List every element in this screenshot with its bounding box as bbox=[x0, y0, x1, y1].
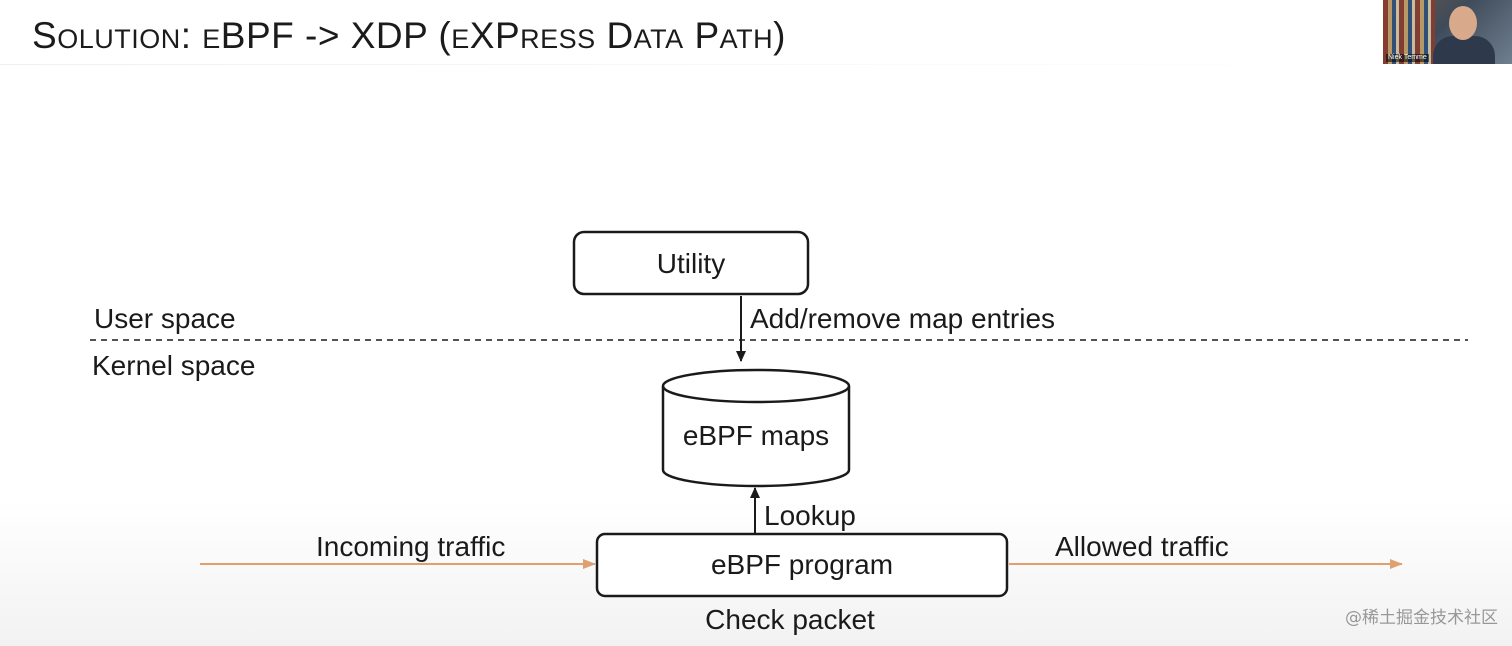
speaker-head bbox=[1449, 6, 1477, 40]
program-box bbox=[595, 532, 1009, 598]
title-part: P bbox=[683, 15, 720, 56]
maps-cylinder bbox=[661, 368, 851, 488]
title-part: ATH bbox=[719, 24, 774, 54]
watermark: @稀土掘金技术社区 bbox=[1345, 608, 1498, 628]
maps-cylinder-label: eBPF maps bbox=[683, 420, 829, 451]
program-box-label: eBPF program bbox=[711, 549, 893, 580]
lookup-label: Lookup bbox=[764, 500, 856, 531]
title-part: P bbox=[494, 15, 521, 56]
kernel-space-label: Kernel space bbox=[92, 350, 255, 381]
slide-title: SOLUTION: EBPF -> XDP (EXPRESS DATA PATH… bbox=[32, 8, 786, 64]
title-divider bbox=[0, 64, 1380, 65]
title-part: ) bbox=[773, 15, 786, 56]
speaker-name: Niek Temme bbox=[1386, 54, 1429, 62]
allowed-traffic-label: Allowed traffic bbox=[1055, 531, 1229, 562]
title-part: ATA bbox=[633, 24, 684, 54]
user-space-label: User space bbox=[94, 303, 236, 334]
utility-box bbox=[572, 230, 810, 296]
bookshelf-background bbox=[1383, 0, 1435, 64]
title-part: RESS bbox=[520, 24, 596, 54]
speaker-webcam: Niek Temme bbox=[1383, 0, 1512, 64]
title-part: E bbox=[202, 24, 221, 54]
title-part: S bbox=[32, 15, 58, 56]
check-packet-label: Check packet bbox=[705, 604, 875, 635]
add-remove-label: Add/remove map entries bbox=[750, 303, 1055, 334]
title-part: BPF -> XDP ( bbox=[220, 15, 452, 56]
title-part: X bbox=[469, 15, 495, 56]
title-part: E bbox=[451, 24, 470, 54]
speaker-body bbox=[1433, 36, 1495, 64]
title-part: D bbox=[595, 15, 634, 56]
utility-box-label: Utility bbox=[657, 248, 725, 279]
incoming-traffic-label: Incoming traffic bbox=[316, 531, 505, 562]
title-part: OLUTION bbox=[57, 24, 181, 54]
title-part: : bbox=[180, 15, 203, 56]
